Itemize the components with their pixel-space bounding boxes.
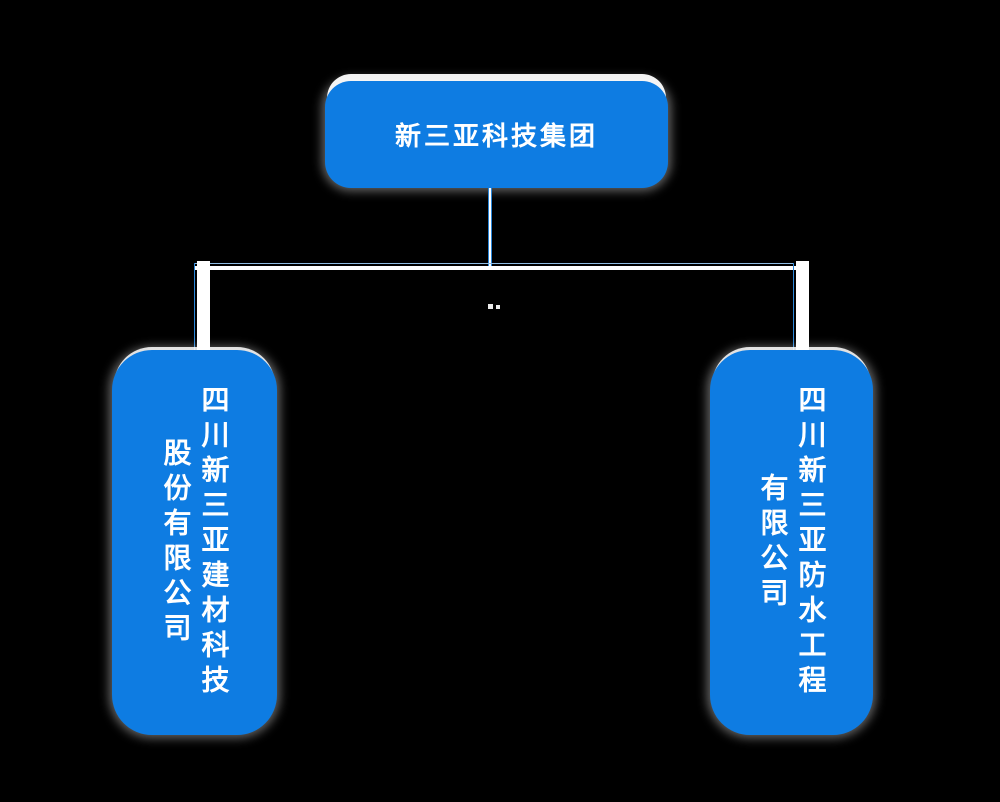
connector-right-drop-white-line bbox=[796, 261, 809, 351]
org-node-right-subsidiary[interactable]: 四川新三亚防水工程有限公司 bbox=[710, 350, 873, 735]
connector-left-drop-white-line bbox=[197, 261, 210, 351]
junction-dot-marker bbox=[488, 304, 500, 309]
connector-rail-white-line bbox=[195, 266, 807, 270]
org-node-root-label: 新三亚科技集团 bbox=[394, 122, 598, 152]
org-node-right-subsidiary-label: 四川新三亚防水工程有限公司 bbox=[756, 385, 828, 700]
org-node-left-subsidiary-label: 四川新三亚建材科技股份有限公司 bbox=[159, 385, 231, 700]
connector-rail-blue-line bbox=[194, 263, 794, 264]
org-node-root[interactable]: 新三亚科技集团 bbox=[325, 81, 668, 188]
connector-root-stem bbox=[488, 188, 492, 266]
connector-left-drop-blue-line bbox=[194, 263, 195, 351]
connector-right-drop-blue-line bbox=[793, 263, 794, 351]
org-node-left-subsidiary[interactable]: 四川新三亚建材科技股份有限公司 bbox=[112, 350, 277, 735]
